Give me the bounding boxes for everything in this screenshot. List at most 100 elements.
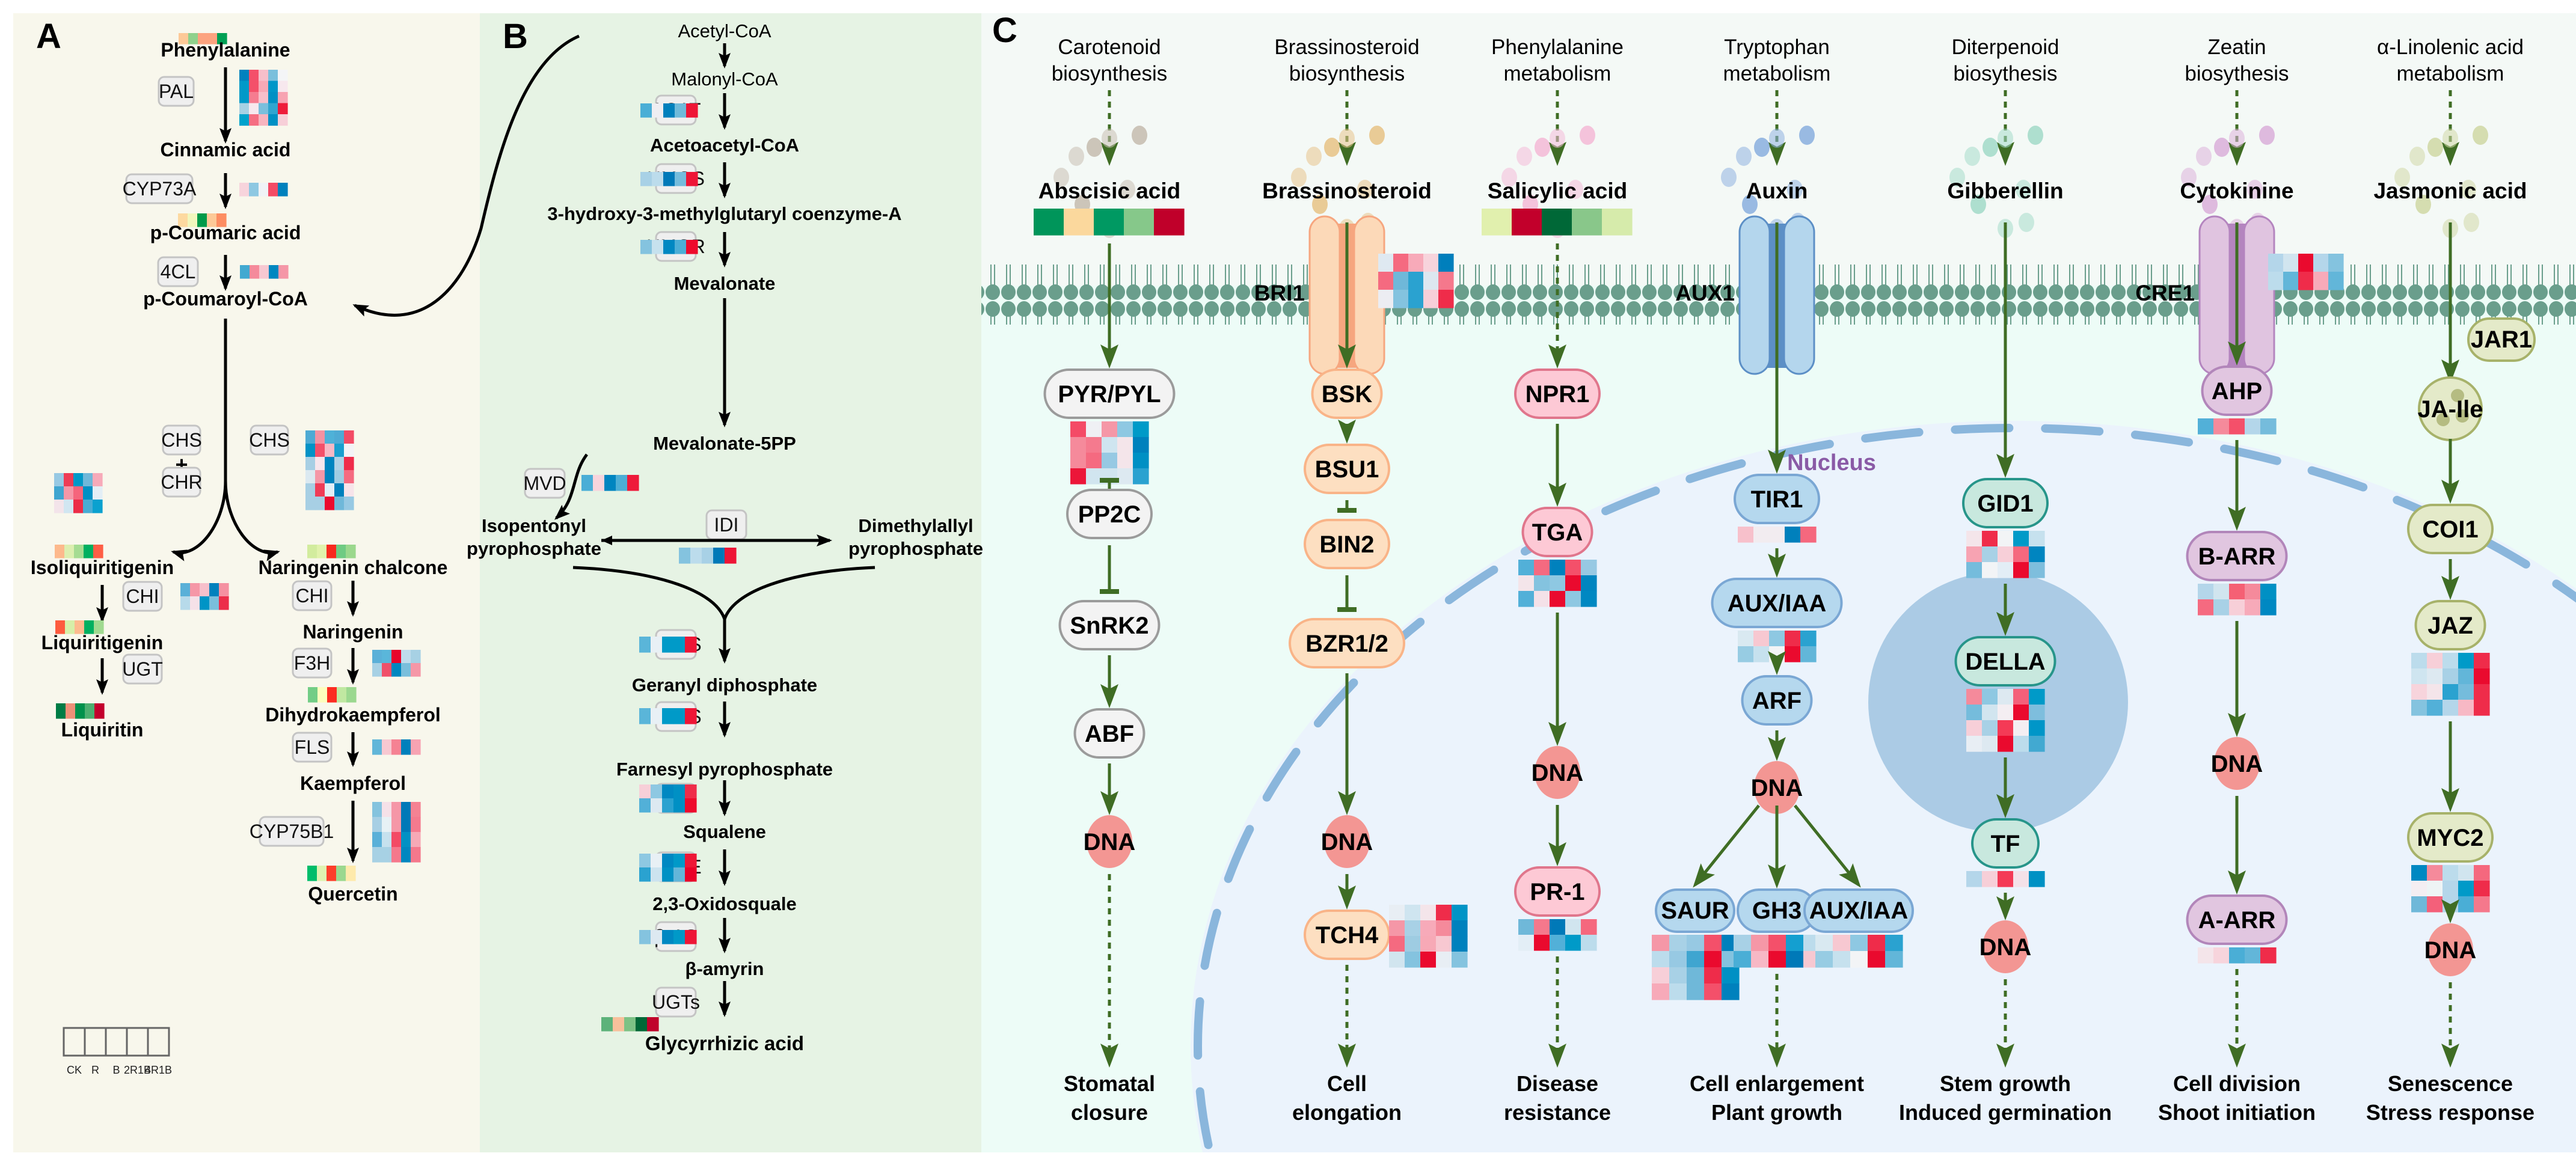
node-label: SAUR (1661, 897, 1729, 924)
outcome-line1: Cell division (2173, 1071, 2301, 1096)
heatmap-cell (639, 784, 651, 799)
heatmap-cell (268, 92, 278, 104)
outcome-line1: Stem growth (1940, 1071, 2071, 1096)
heatmap-cell (83, 486, 93, 500)
node-label: DNA (1532, 760, 1584, 786)
heatmap-cell (1966, 736, 1983, 752)
heatmap-cell (2411, 865, 2427, 881)
heatmap-cell (1086, 437, 1102, 453)
node-label: GH3 (1752, 897, 1802, 924)
source-pathway-line1: Tryptophan (1724, 35, 1830, 59)
heatmap-cell (627, 475, 639, 491)
heatmap-cell (209, 596, 219, 610)
heatmap-cell (2029, 871, 2045, 887)
heatmap-cell (2298, 272, 2314, 290)
node-label: BSK (1322, 381, 1373, 408)
metabolite-heatmap (307, 545, 356, 558)
node-label: DNA (2424, 937, 2477, 964)
heatmap-cell (200, 583, 210, 597)
heatmap-cell (662, 867, 674, 882)
heatmap-cell (1420, 905, 1437, 921)
heatmap-cell (2411, 668, 2427, 685)
heatmap-cell (1420, 936, 1437, 952)
heatmap-cell (624, 1017, 636, 1032)
node-myc2: MYC2 (2407, 812, 2494, 913)
panel-b-background (480, 13, 981, 1152)
merge-curve-right (723, 566, 876, 620)
node-heatmap (2411, 653, 2490, 716)
node-jar1: JAR1 (2467, 317, 2536, 362)
metabolite-mevalonate: Mevalonate (674, 273, 776, 294)
heatmap-cell (1850, 935, 1868, 952)
heatmap-cell (673, 784, 685, 799)
heatmap-cell (307, 866, 317, 881)
enzyme-heatmap-f3h (372, 650, 421, 677)
node-label: JA-Ile (2418, 396, 2483, 423)
heatmap-cell (382, 817, 392, 833)
metabolite-squalene: Squalene (683, 821, 766, 842)
receptor-subunit (2198, 215, 2231, 375)
heatmap-cell (2260, 599, 2277, 616)
hormone-molecule (2181, 168, 2197, 187)
hormone-name: Salicylic acid (1488, 179, 1627, 203)
enzyme-label: CYP75B1 (250, 821, 334, 842)
heatmap-cell (337, 687, 347, 703)
hormone-molecule (2443, 129, 2458, 148)
heatmap-cell (259, 70, 269, 82)
heatmap-cell (1687, 983, 1705, 1000)
heatmap-cell (73, 486, 84, 500)
heatmap-cell (1751, 951, 1769, 968)
hormone-molecule (1964, 147, 1980, 166)
heatmap-cell (2313, 272, 2329, 290)
heatmap-cell (411, 817, 421, 833)
heatmap-cell (1408, 290, 1424, 308)
metabolite-heatmap (55, 620, 104, 634)
branch-arrow-left (171, 480, 227, 561)
heatmap-cell (83, 473, 93, 487)
heatmap-cell (1070, 453, 1087, 469)
node-shape (2186, 894, 2288, 945)
heatmap-cell (1408, 272, 1424, 290)
heatmap-cell (1518, 591, 1535, 607)
hormone-molecule (2415, 195, 2431, 214)
heatmap-cell (411, 802, 421, 818)
hormone-name: Abscisic acid (1038, 179, 1181, 203)
heatmap-cell (1438, 254, 1454, 272)
heatmap-cell (391, 817, 402, 833)
enzyme-label: UGTs (652, 991, 700, 1013)
heatmap-cell (344, 497, 354, 510)
hormone-molecule (1069, 147, 1084, 166)
target-aux-iaa: AUX/IAA (1803, 888, 1914, 968)
enzyme-box (122, 581, 163, 612)
heatmap-cell (2458, 896, 2474, 913)
panel-b: BAcetyl-CoAMalonyl-CoAACATAcetoacetyl-Co… (352, 17, 983, 1054)
node-shape (2407, 812, 2494, 863)
heatmap-cell (56, 703, 66, 719)
heatmap-cell (73, 473, 84, 487)
heatmap-cell (2013, 720, 2029, 736)
enzyme-label: UGT (122, 658, 163, 680)
heatmap-cell (686, 103, 698, 118)
metabolite-isoliquiritigenin: Isoliquiritigenin (31, 557, 174, 578)
mvd-arrow (554, 453, 588, 520)
heatmap-cell (1389, 952, 1405, 968)
hormone-molecule (1306, 147, 1322, 166)
heatmap-cell (1785, 631, 1801, 647)
heatmap-cell (2029, 689, 2045, 705)
heatmap-cell (1512, 209, 1542, 236)
heatmap-cell (180, 596, 191, 610)
heatmap-cell (601, 1017, 613, 1032)
metabolite-label-line: pyrophosphate (848, 538, 983, 559)
heatmap-cell (1753, 646, 1770, 662)
hormone-molecule (1369, 126, 1385, 145)
heatmap-cell (1753, 631, 1770, 647)
heatmap-cell (188, 213, 198, 227)
dna-icon (1324, 815, 1370, 868)
node-heatmap (1815, 935, 1903, 968)
hormone-molecule (1312, 195, 1328, 214)
heatmap-cell (317, 687, 328, 703)
heatmap-cell (2268, 254, 2284, 272)
node-label: PYR/PYL (1058, 381, 1161, 408)
